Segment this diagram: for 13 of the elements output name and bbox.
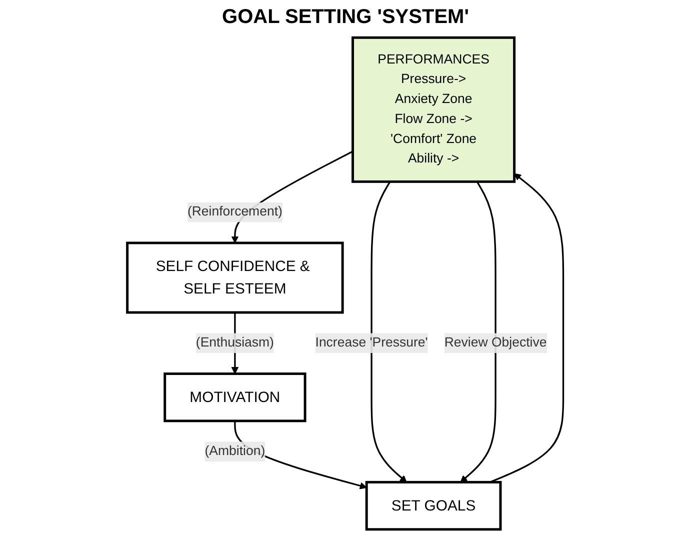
node-box: MOTIVATION [164, 372, 306, 422]
arrow [460, 181, 497, 483]
edge-label: Increase 'Pressure' [315, 336, 428, 350]
edge-label: (Reinforcement) [188, 204, 283, 219]
diagram-title: GOAL SETTING 'SYSTEM' [221, 6, 470, 29]
node-box: SELF CONFIDENCE & SELF ESTEEM [126, 242, 344, 314]
edge-label: (Enthusiasm) [196, 336, 274, 350]
node-box: PERFORMANCES Pressure-> Anxiety Zone Flow Zone -> 'Comfort' Zone Ability -> [352, 36, 516, 183]
arrow [370, 181, 408, 483]
arrow [490, 173, 564, 483]
edge-label: (Ambition) [204, 444, 266, 458]
node-box: SET GOALS [366, 480, 502, 531]
edge-label: Review Objective [444, 336, 547, 350]
